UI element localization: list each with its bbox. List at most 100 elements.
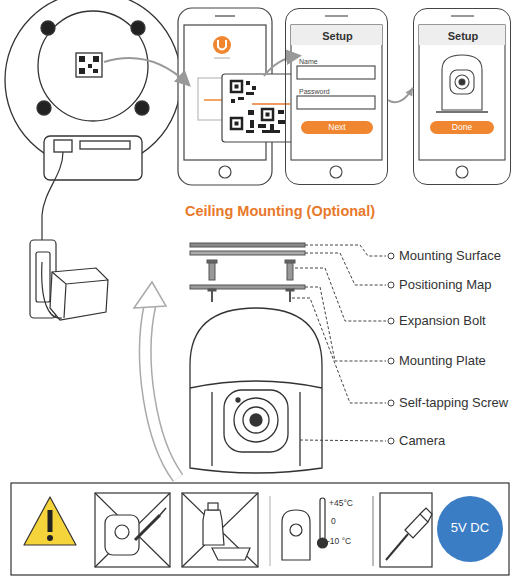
camera-underside [88, 64, 92, 68]
arrow-head [405, 88, 413, 97]
label-marker [388, 253, 394, 259]
warning-box [269, 496, 270, 566]
warning-box [372, 496, 374, 566]
warning-box [208, 503, 218, 510]
qr-code-card [270, 124, 274, 130]
warning-box [24, 497, 76, 545]
part-label: Mounting Surface [399, 249, 501, 263]
phone-decor [456, 166, 468, 178]
warning-box [135, 515, 160, 540]
qr-code-card [231, 118, 242, 129]
label-marker [388, 400, 394, 406]
phone-decor [450, 70, 474, 94]
qr-code-card [266, 113, 270, 117]
warning-box [182, 493, 258, 567]
phone-decor [455, 75, 469, 89]
camera-underside [5, 0, 181, 180]
power-adapter [52, 272, 108, 318]
camera-underside [79, 56, 85, 62]
mounting-parts [211, 291, 213, 302]
camera-underside [38, 11, 148, 121]
part-label: Expansion Bolt [399, 314, 486, 328]
field-label: Password [299, 88, 330, 96]
qr-code-card [250, 120, 254, 128]
flow-arrow [104, 56, 298, 84]
ceiling-camera [234, 398, 278, 442]
flow-arrow [264, 56, 298, 76]
mounting-arrow [145, 305, 178, 478]
label-marker [388, 358, 394, 364]
ceiling-camera [243, 407, 269, 433]
warning-box [95, 493, 170, 567]
power-adapter [50, 268, 108, 320]
ceiling-camera [211, 392, 212, 466]
mounting-parts [289, 291, 291, 302]
camera-underside [44, 136, 142, 180]
button-label: Done [430, 123, 494, 132]
phone-screen: SetupNamePasswordNext [285, 8, 388, 185]
mounting-parts [209, 262, 215, 280]
qr-code-card [248, 110, 254, 115]
mounting-arrow [134, 282, 178, 478]
camera-underside [80, 141, 130, 149]
part-label: Mounting Plate [399, 354, 486, 368]
phone-decor [459, 79, 465, 85]
qr-code-card [238, 97, 244, 100]
warning-box [320, 498, 325, 540]
mounting-parts [285, 260, 295, 263]
warning-box [318, 538, 328, 548]
warning-box [203, 510, 224, 545]
ceiling-camera [190, 308, 322, 473]
leader-line [292, 298, 386, 403]
mounting-parts [190, 243, 305, 247]
warning-box [48, 510, 53, 532]
camera-underside [135, 101, 149, 115]
warning-box [290, 524, 302, 536]
leader-line [295, 268, 386, 321]
qr-code-card [278, 110, 284, 114]
power-adapter [30, 152, 108, 320]
qr-code-card [258, 124, 266, 128]
warning-box [95, 493, 170, 567]
camera-underside [93, 69, 98, 73]
mounting-parts [208, 289, 216, 291]
temperature-label: -10 °C [327, 537, 351, 546]
mounting-parts [190, 251, 305, 255]
mounting-parts [287, 262, 293, 280]
qr-code-card [231, 99, 235, 103]
warning-box [182, 493, 258, 567]
camera-underside [93, 56, 99, 62]
phone-app-screen [214, 58, 230, 59]
temperature-label: +45°C [329, 499, 353, 508]
qr-code-card [235, 122, 239, 126]
phone-decor [436, 111, 488, 113]
phone-decor [297, 96, 375, 109]
badge-label: 5V DC [437, 521, 503, 535]
button: Next [301, 121, 373, 134]
leader-line [292, 245, 386, 441]
mounting-parts [286, 289, 294, 291]
warning-box [95, 493, 170, 567]
warning-box [420, 508, 432, 522]
warning-box [47, 535, 53, 541]
button: Done [430, 121, 494, 134]
leader-line [300, 440, 386, 441]
flow-arrow [104, 58, 188, 84]
ceiling-camera [190, 381, 322, 388]
button-label: Next [301, 123, 373, 132]
phone-app-screen [218, 40, 226, 50]
part-label: Self-tapping Screw [399, 396, 508, 410]
label-marker [388, 253, 394, 444]
phone-decor [325, 15, 348, 16]
qr-code-card [262, 109, 273, 120]
qr-code-card [235, 85, 239, 89]
camera-underside [131, 21, 145, 35]
screen-title: Setup [414, 30, 512, 42]
mounting-parts [207, 260, 217, 263]
warning-box [212, 548, 250, 560]
phone-decor [419, 25, 505, 160]
warning-box [182, 493, 258, 567]
camera-underside [37, 101, 51, 115]
ceiling-camera [224, 390, 288, 452]
phone-decor [297, 66, 375, 79]
